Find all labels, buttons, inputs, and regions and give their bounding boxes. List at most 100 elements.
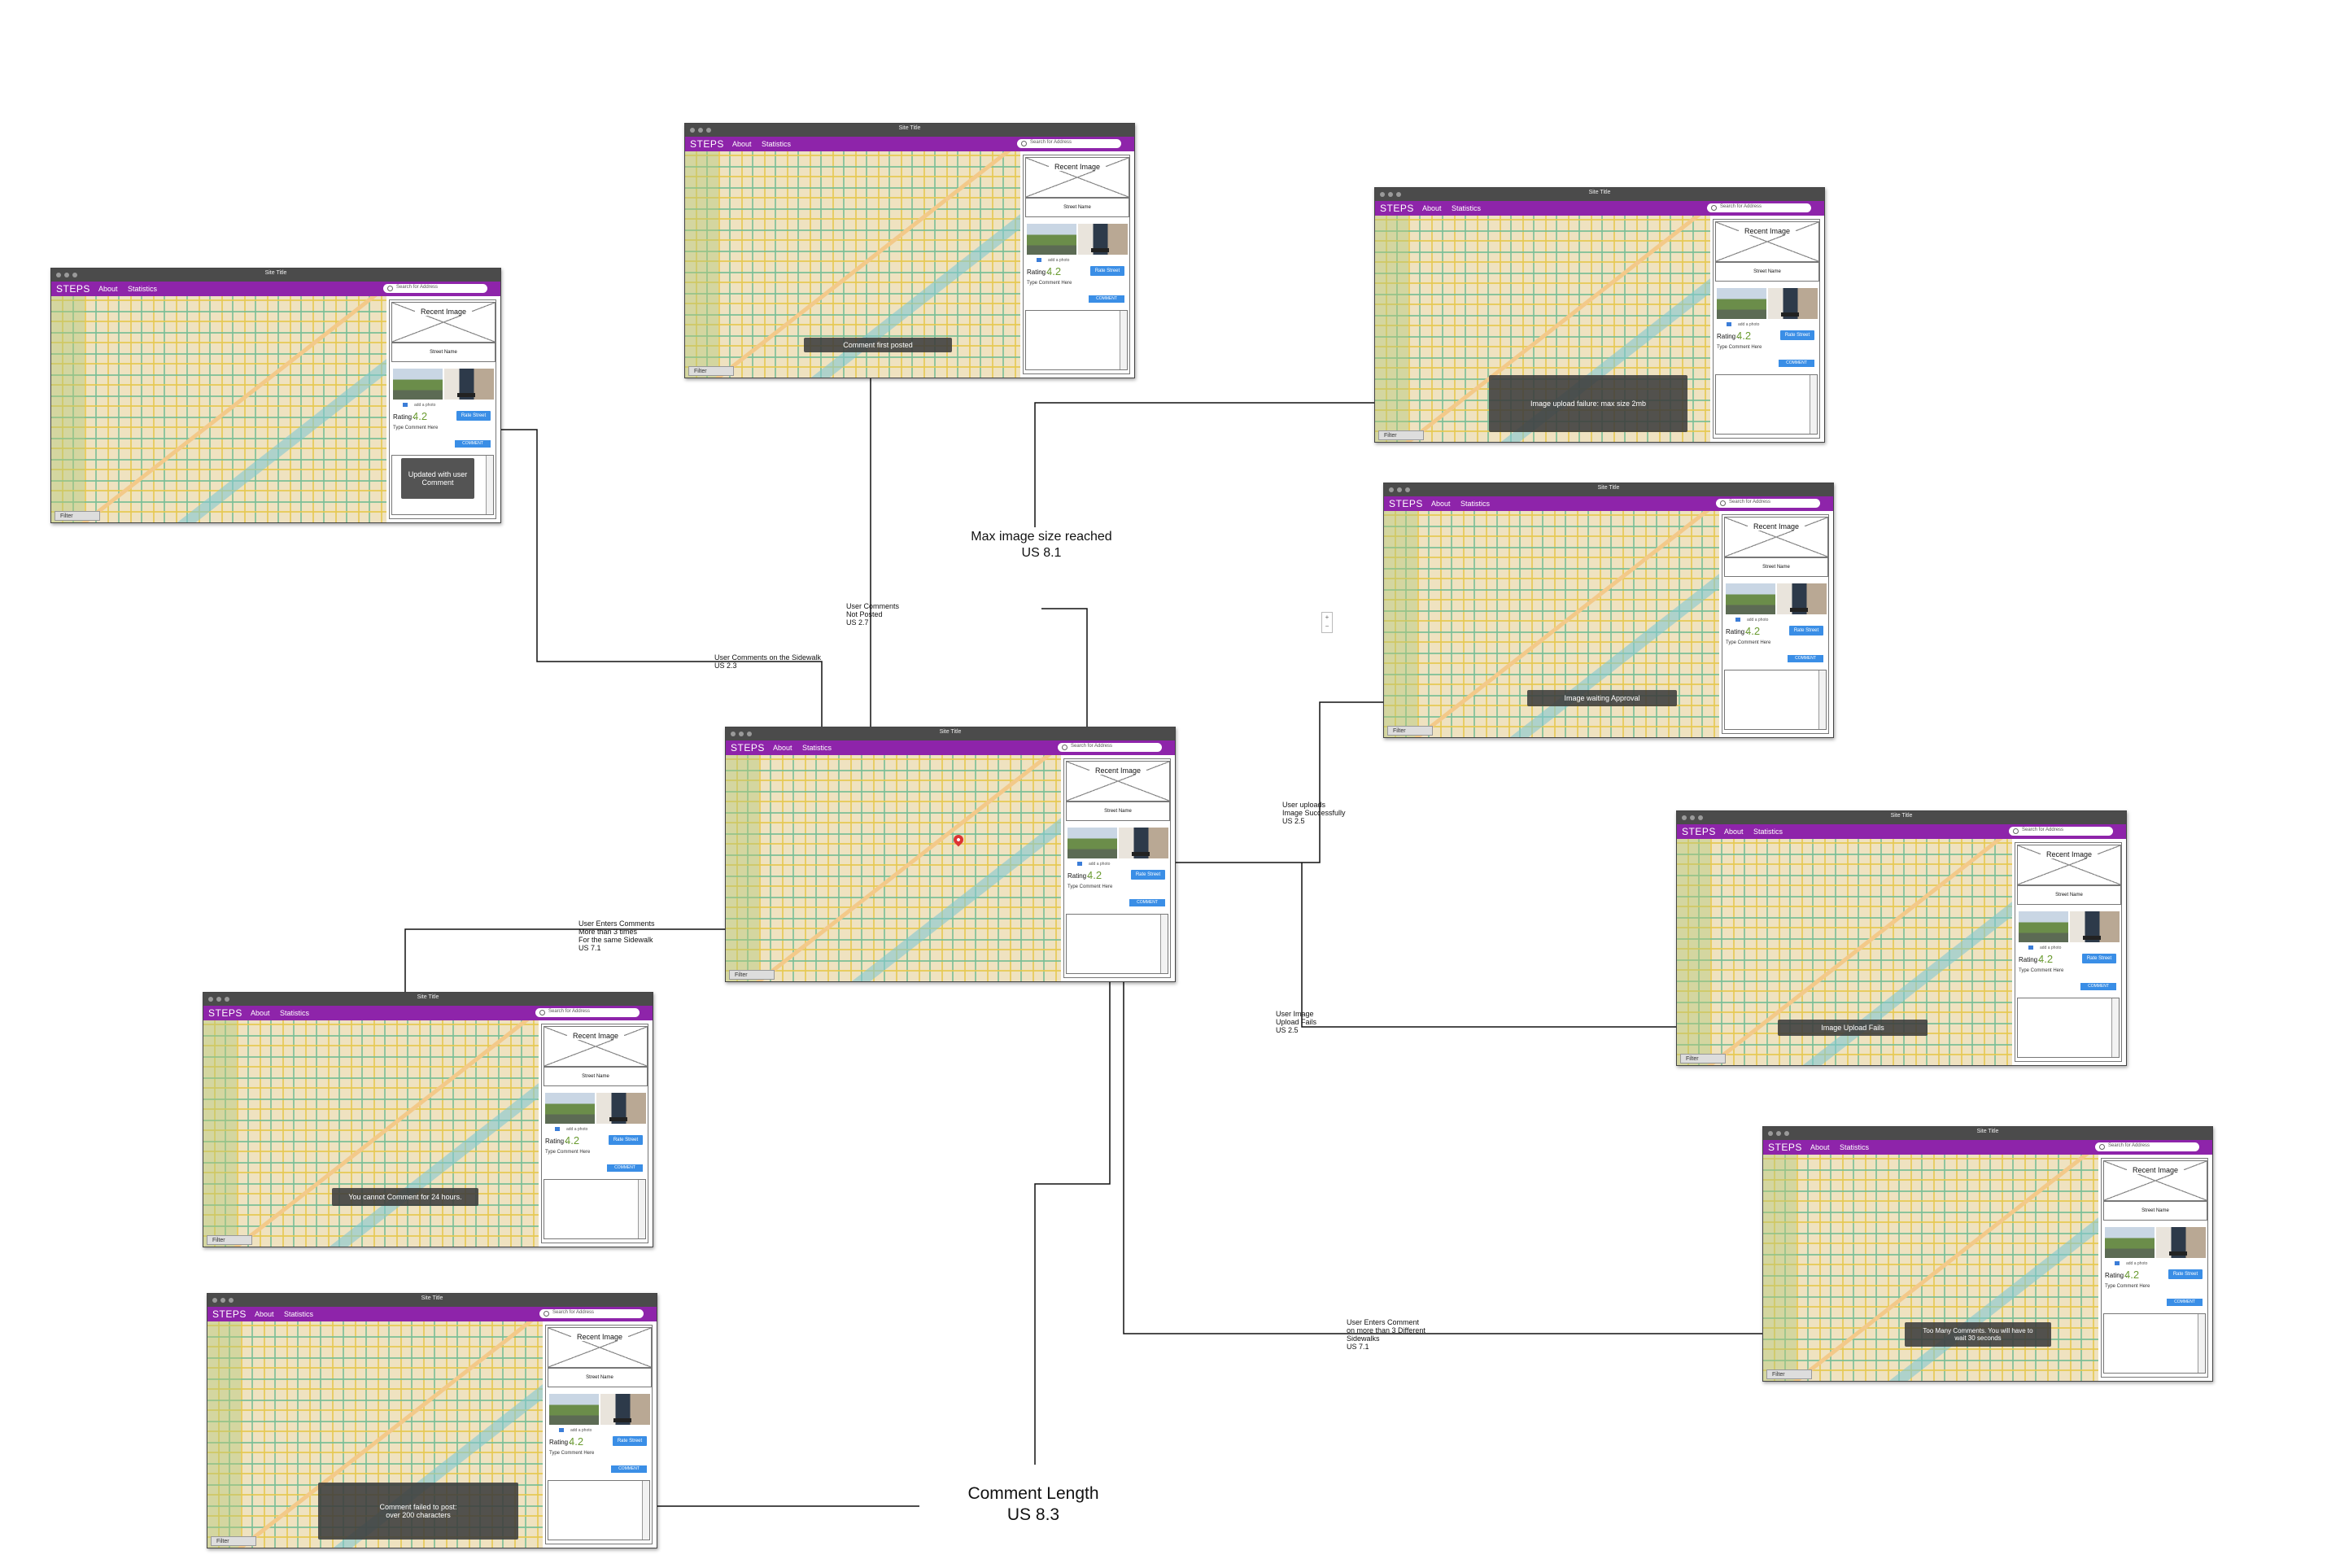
street-photo[interactable] xyxy=(444,369,494,400)
search-input[interactable]: Search for Address xyxy=(2009,827,2113,836)
street-photo[interactable] xyxy=(1777,583,1827,614)
filter-button[interactable]: Filter xyxy=(1680,1054,1726,1064)
comment-input[interactable]: Type Comment Here xyxy=(2019,968,2064,973)
search-input[interactable]: Search for Address xyxy=(1058,743,1162,752)
window-close-icon[interactable] xyxy=(56,273,61,277)
filter-button[interactable]: Filter xyxy=(688,366,734,376)
comments-scrollbar[interactable] xyxy=(642,1481,649,1540)
street-photos[interactable] xyxy=(1067,828,1168,858)
comments-scrollbar[interactable] xyxy=(486,456,493,514)
comments-list[interactable] xyxy=(2103,1313,2206,1374)
add-photo-link[interactable]: add a photo xyxy=(555,1127,587,1132)
nav-statistics-link[interactable]: Statistics xyxy=(762,140,792,148)
comment-input[interactable]: Type Comment Here xyxy=(393,426,439,430)
comment-button[interactable]: COMMENT xyxy=(1129,899,1165,906)
nav-about-link[interactable]: About xyxy=(255,1310,274,1318)
street-photo[interactable] xyxy=(1717,288,1766,319)
zoom-out-button[interactable]: − xyxy=(1325,622,1329,630)
street-photos[interactable] xyxy=(1717,288,1818,319)
street-photos[interactable] xyxy=(545,1093,646,1124)
street-photo[interactable] xyxy=(596,1093,646,1124)
nav-statistics-link[interactable]: Statistics xyxy=(802,744,832,752)
search-input[interactable]: Search for Address xyxy=(2095,1142,2199,1151)
filter-button[interactable]: Filter xyxy=(55,511,100,521)
street-photo[interactable] xyxy=(1078,224,1128,255)
add-photo-link[interactable]: add a photo xyxy=(1077,862,1110,867)
street-photo[interactable] xyxy=(2070,911,2120,942)
comments-scrollbar[interactable] xyxy=(638,1180,645,1238)
nav-statistics-link[interactable]: Statistics xyxy=(128,285,158,293)
street-photo[interactable] xyxy=(1067,828,1117,858)
street-photo[interactable] xyxy=(1726,583,1775,614)
street-photo[interactable] xyxy=(600,1394,650,1425)
brand-logo[interactable]: STEPS xyxy=(1389,498,1423,509)
comments-scrollbar[interactable] xyxy=(1160,915,1168,973)
window-minimize-icon[interactable] xyxy=(216,997,221,1002)
brand-logo[interactable]: STEPS xyxy=(56,283,90,295)
street-photos[interactable] xyxy=(2105,1227,2206,1258)
rate-street-button[interactable]: Rate Street xyxy=(456,411,491,421)
street-photos[interactable] xyxy=(1726,583,1827,614)
window-close-icon[interactable] xyxy=(208,997,213,1002)
brand-logo[interactable]: STEPS xyxy=(690,138,724,150)
nav-about-link[interactable]: About xyxy=(98,285,118,293)
comment-button[interactable]: COMMENT xyxy=(1089,295,1124,303)
comments-list[interactable] xyxy=(1066,914,1168,974)
nav-about-link[interactable]: About xyxy=(1422,204,1442,212)
comments-list[interactable] xyxy=(1025,310,1128,370)
nav-about-link[interactable]: About xyxy=(1724,828,1744,836)
sidewalk-map[interactable]: Filter xyxy=(51,296,386,522)
comments-scrollbar[interactable] xyxy=(1818,670,1826,729)
sidewalk-map[interactable]: Filter xyxy=(726,755,1061,981)
add-photo-link[interactable]: add a photo xyxy=(403,403,435,408)
nav-statistics-link[interactable]: Statistics xyxy=(1460,500,1491,508)
comments-scrollbar[interactable] xyxy=(2111,998,2119,1057)
window-close-icon[interactable] xyxy=(212,1298,217,1303)
search-input[interactable]: Search for Address xyxy=(535,1008,640,1017)
street-photo[interactable] xyxy=(2019,911,2068,942)
rate-street-button[interactable]: Rate Street xyxy=(2082,954,2116,963)
brand-logo[interactable]: STEPS xyxy=(1768,1142,1802,1153)
brand-logo[interactable]: STEPS xyxy=(208,1007,242,1019)
window-close-icon[interactable] xyxy=(690,128,695,133)
rate-street-button[interactable]: Rate Street xyxy=(1789,626,1823,635)
window-minimize-icon[interactable] xyxy=(1388,192,1393,197)
search-input[interactable]: Search for Address xyxy=(539,1309,644,1318)
street-photos[interactable] xyxy=(1027,224,1128,255)
comment-input[interactable]: Type Comment Here xyxy=(549,1451,595,1456)
street-photo[interactable] xyxy=(393,369,443,400)
search-input[interactable]: Search for Address xyxy=(1017,139,1121,148)
window-maximize-icon[interactable] xyxy=(1396,192,1401,197)
street-photo[interactable] xyxy=(2105,1227,2155,1258)
sidewalk-map[interactable]: Filter xyxy=(1763,1155,2098,1381)
window-minimize-icon[interactable] xyxy=(1690,815,1695,820)
comment-button[interactable]: COMMENT xyxy=(611,1465,647,1473)
nav-about-link[interactable]: About xyxy=(773,744,792,752)
rate-street-button[interactable]: Rate Street xyxy=(1131,870,1165,880)
window-maximize-icon[interactable] xyxy=(229,1298,234,1303)
nav-about-link[interactable]: About xyxy=(1431,500,1451,508)
search-input[interactable]: Search for Address xyxy=(383,284,487,293)
comments-list[interactable] xyxy=(1724,670,1827,730)
comment-input[interactable]: Type Comment Here xyxy=(545,1150,591,1155)
street-photos[interactable] xyxy=(393,369,494,400)
comment-input[interactable]: Type Comment Here xyxy=(1067,884,1113,889)
sidewalk-map[interactable]: Filter xyxy=(203,1020,539,1247)
add-photo-link[interactable]: add a photo xyxy=(1037,258,1069,263)
window-maximize-icon[interactable] xyxy=(706,128,711,133)
add-photo-link[interactable]: add a photo xyxy=(2115,1261,2147,1266)
rate-street-button[interactable]: Rate Street xyxy=(1780,330,1814,340)
comment-button[interactable]: COMMENT xyxy=(2080,983,2116,990)
comments-list[interactable] xyxy=(2017,998,2120,1058)
window-maximize-icon[interactable] xyxy=(225,997,229,1002)
rate-street-button[interactable]: Rate Street xyxy=(613,1436,647,1446)
comments-scrollbar[interactable] xyxy=(1810,375,1817,434)
nav-about-link[interactable]: About xyxy=(251,1009,270,1017)
add-photo-link[interactable]: add a photo xyxy=(1727,322,1759,327)
comments-scrollbar[interactable] xyxy=(2198,1314,2205,1373)
comments-list[interactable] xyxy=(1715,374,1818,435)
brand-logo[interactable]: STEPS xyxy=(1380,203,1414,214)
filter-button[interactable]: Filter xyxy=(1766,1369,1812,1379)
zoom-in-button[interactable]: + xyxy=(1325,614,1329,621)
rate-street-button[interactable]: Rate Street xyxy=(1090,266,1124,276)
